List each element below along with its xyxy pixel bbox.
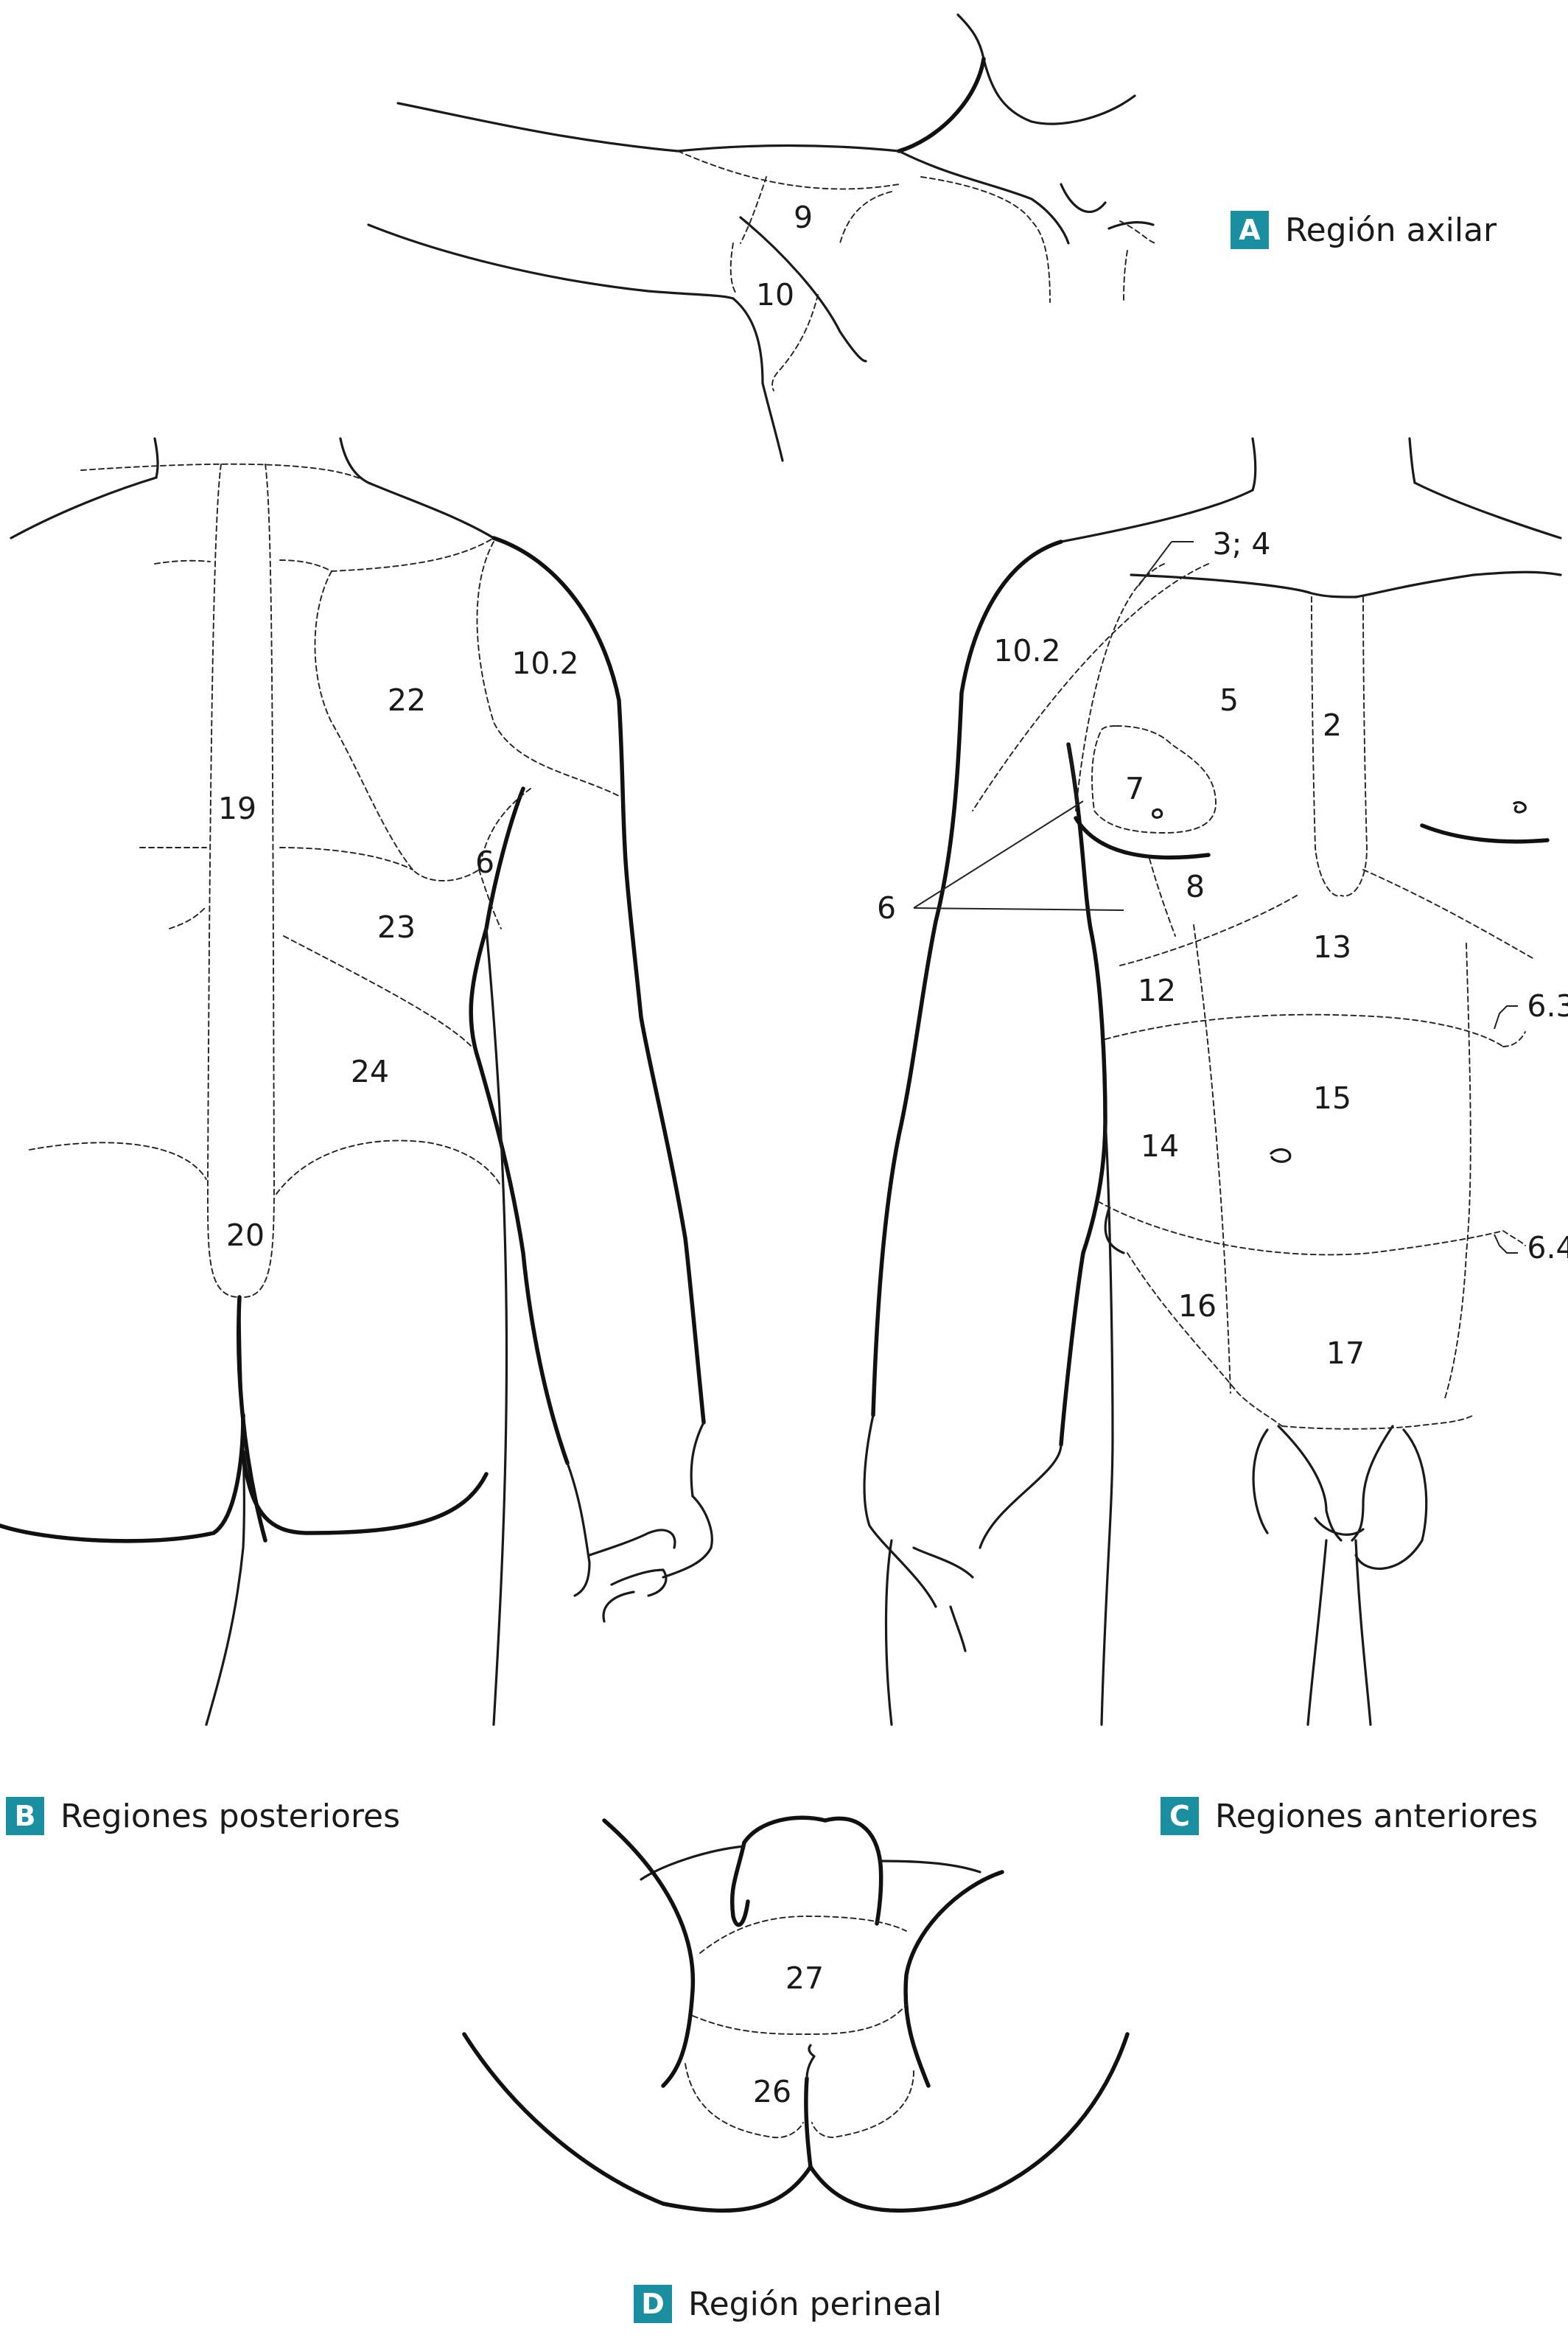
- posterior-label-22: 22: [388, 682, 426, 718]
- panel-badge-a: A: [1231, 211, 1269, 249]
- caption-posterior-regions: B Regiones posteriores: [6, 1797, 400, 1835]
- anterior-label-6-3: 6.3: [1527, 988, 1568, 1024]
- anterior-label-7: 7: [1125, 771, 1144, 806]
- region-label-9: 9: [794, 200, 813, 235]
- perineal-label-27: 27: [785, 1960, 824, 1996]
- caption-perineal-region: D Región perineal: [634, 2285, 942, 2323]
- caption-axillary-region: A Región axilar: [1231, 211, 1497, 249]
- anterior-label-6-4: 6.4: [1527, 1230, 1568, 1265]
- anterior-label-2: 2: [1323, 708, 1342, 743]
- anterior-label-3-4: 3; 4: [1212, 526, 1270, 562]
- anterior-regions-figure: 3; 4 10.2 5 2 7 6 8 13 12 6.3 15 14 6.4 …: [863, 437, 1568, 1726]
- caption-text-b: Regiones posteriores: [60, 1797, 401, 1835]
- posterior-label-20: 20: [226, 1218, 265, 1253]
- panel-badge-c: C: [1161, 1797, 1199, 1835]
- posterior-label-19: 19: [218, 791, 256, 826]
- anterior-label-12: 12: [1138, 973, 1176, 1008]
- axillary-region-figure: 9 10: [367, 13, 1158, 462]
- anterior-label-14: 14: [1141, 1128, 1179, 1164]
- caption-text-c: Regiones anteriores: [1215, 1797, 1539, 1835]
- posterior-label-10-2: 10.2: [511, 646, 578, 681]
- region-label-10: 10: [756, 277, 794, 312]
- anterior-label-17: 17: [1326, 1335, 1365, 1371]
- anterior-label-8: 8: [1186, 869, 1205, 904]
- perineal-label-26: 26: [753, 2074, 791, 2109]
- posterior-regions-figure: 10.2 22 19 6 23 24 20: [0, 437, 713, 1726]
- anterior-label-16: 16: [1178, 1288, 1217, 1324]
- panel-badge-b: B: [6, 1797, 44, 1835]
- anterior-label-5: 5: [1219, 682, 1239, 718]
- posterior-label-6: 6: [475, 845, 494, 880]
- panel-badge-d: D: [634, 2285, 672, 2323]
- anterior-label-10-2: 10.2: [993, 633, 1060, 668]
- anterior-label-6: 6: [877, 890, 896, 926]
- caption-text-a: Región axilar: [1285, 211, 1497, 249]
- caption-text-d: Región perineal: [688, 2285, 942, 2323]
- caption-anterior-regions: C Regiones anteriores: [1161, 1797, 1538, 1835]
- anterior-label-13: 13: [1313, 929, 1351, 965]
- posterior-label-23: 23: [377, 909, 416, 945]
- perineal-region-figure: 27 26: [462, 1815, 1130, 2213]
- anterior-label-15: 15: [1313, 1080, 1351, 1116]
- posterior-label-24: 24: [351, 1054, 389, 1089]
